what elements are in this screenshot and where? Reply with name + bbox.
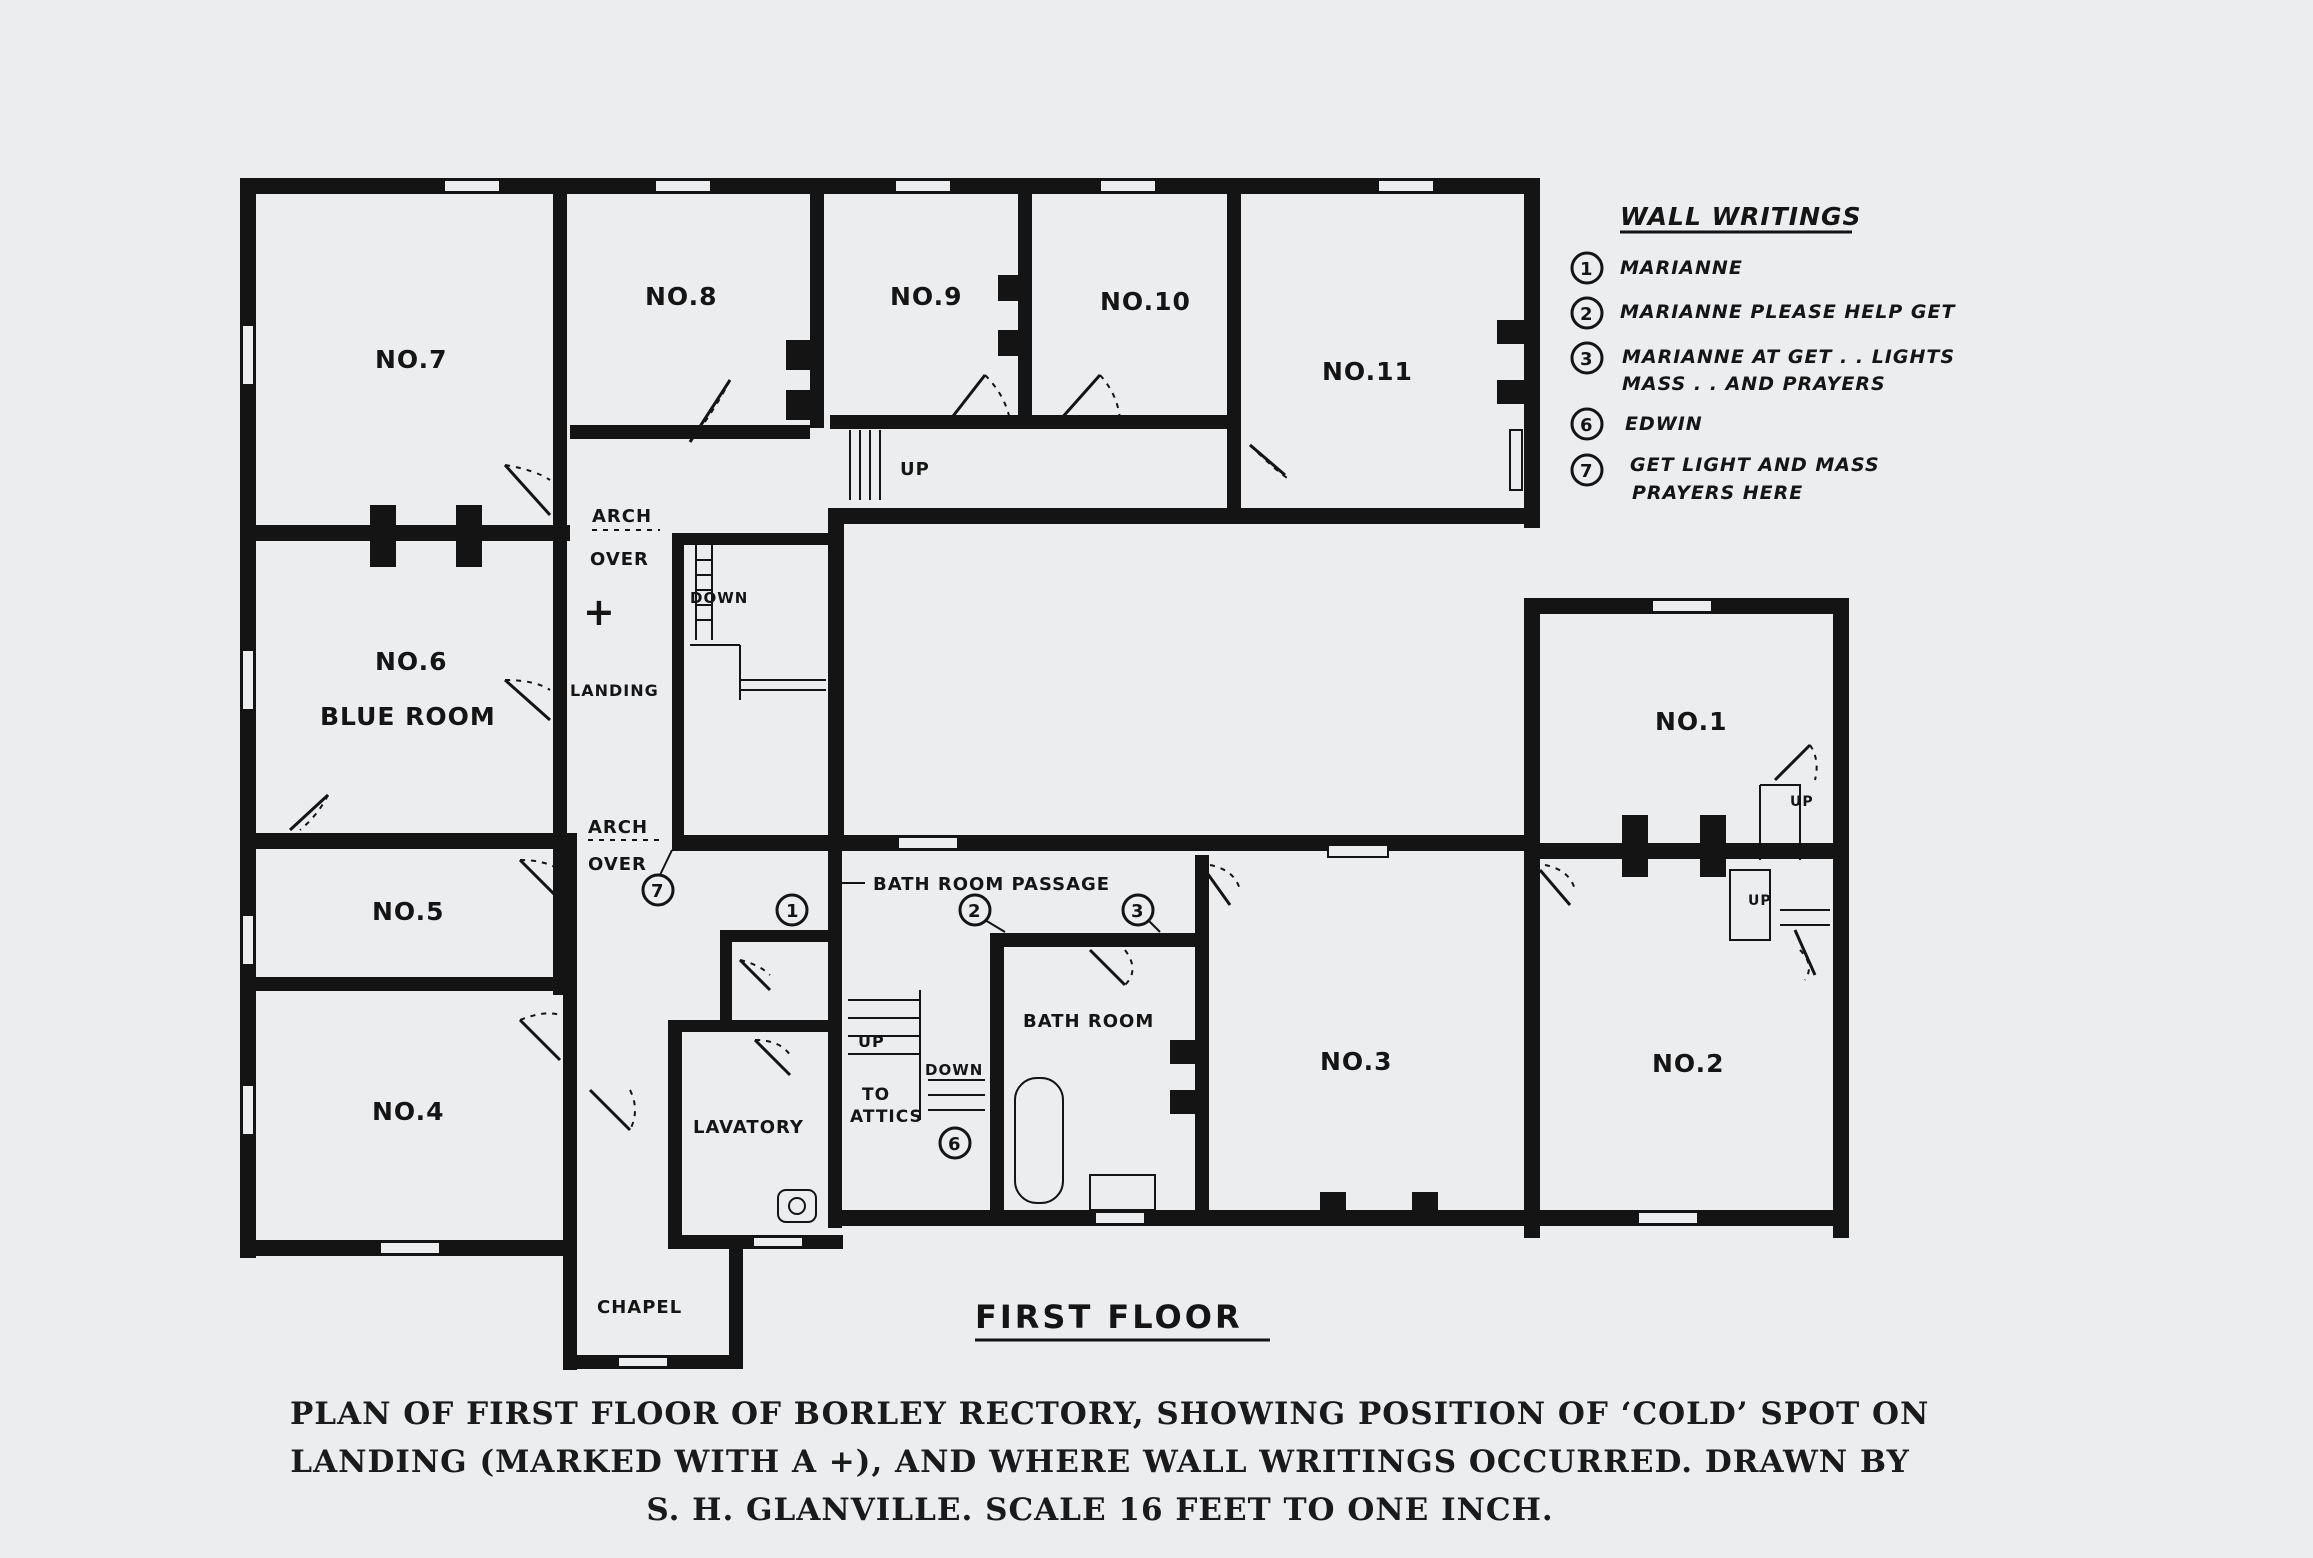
room-no10-label: NO.10 (1100, 287, 1191, 316)
stairs (690, 430, 1830, 1120)
floor-title: FIRST FLOOR (975, 1298, 1243, 1336)
legend-title: WALL WRITINGS (1620, 202, 1862, 231)
arch-label-bottom: ARCH (588, 817, 648, 838)
room-no4-label: NO.4 (372, 1097, 445, 1126)
svg-text:6: 6 (1580, 415, 1594, 436)
svg-text:3: 3 (1131, 901, 1145, 922)
room-blue-room-label: BLUE ROOM (320, 702, 496, 731)
legend-item-1: 1 MARIANNE (1570, 251, 1743, 285)
caption-line-3: S. H. GLANVILLE. SCALE 16 FEET TO ONE IN… (646, 1492, 1554, 1528)
svg-text:1: 1 (1580, 259, 1594, 280)
svg-text:GET LIGHT AND MASS: GET LIGHT AND MASS (1630, 454, 1880, 476)
bathtub (1014, 1077, 1064, 1204)
doors (288, 374, 1818, 1132)
room-no8-label: NO.8 (645, 282, 718, 311)
svg-text:2: 2 (968, 901, 982, 922)
svg-text:2: 2 (1580, 304, 1594, 325)
marker-6: 6 (938, 1126, 972, 1160)
svg-text:7: 7 (1580, 461, 1594, 482)
to-label: TO (862, 1085, 890, 1105)
marker-3: 3 (1121, 893, 1161, 933)
svg-text:6: 6 (948, 1134, 962, 1155)
room-no1-label: NO.1 (1655, 707, 1728, 736)
windows (241, 179, 1713, 1368)
up-label-attic: UP (858, 1032, 885, 1051)
room-lavatory-label: LAVATORY (693, 1117, 804, 1138)
room-no7-label: NO.7 (375, 345, 448, 374)
svg-text:PRAYERS HERE: PRAYERS HERE (1632, 482, 1803, 504)
attics-label: ATTICS (850, 1107, 923, 1127)
marker-7: 7 (641, 849, 675, 907)
room-bath-room-label: BATH ROOM (1023, 1011, 1154, 1032)
svg-text:7: 7 (651, 881, 665, 902)
room-no5-label: NO.5 (372, 897, 445, 926)
marker-1: 1 (775, 893, 809, 927)
up-label-right-2: UP (1748, 893, 1772, 909)
landing-label: LANDING (570, 681, 659, 700)
room-no6-label: NO.6 (375, 647, 448, 676)
over-label-bottom: OVER (588, 854, 647, 875)
room-no9-label: NO.9 (890, 282, 963, 311)
svg-text:MARIANNE: MARIANNE (1620, 257, 1743, 279)
legend-item-7: 7 GET LIGHT AND MASS PRAYERS HERE (1570, 453, 1880, 504)
legend: WALL WRITINGS 1 MARIANNE 2 MARIANNE PLEA… (1570, 202, 1957, 504)
caption-line-1: PLAN OF FIRST FLOOR OF BORLEY RECTORY, S… (290, 1396, 1930, 1432)
legend-item-6: 6 EDWIN (1570, 407, 1703, 441)
down-label-stair: DOWN (690, 589, 748, 607)
svg-text:MASS . . AND PRAYERS: MASS . . AND PRAYERS (1622, 373, 1886, 395)
up-label-top: UP (900, 459, 930, 480)
down-label-attic: DOWN (925, 1061, 983, 1079)
room-no3-label: NO.3 (1320, 1047, 1393, 1076)
svg-text:EDWIN: EDWIN (1625, 413, 1703, 435)
up-label-right-1: UP (1790, 794, 1814, 810)
basin (1089, 1174, 1156, 1211)
legend-item-2: 2 MARIANNE PLEASE HELP GET (1570, 296, 1957, 330)
writing-markers: 1 2 3 6 7 (641, 849, 1161, 1160)
bath-room-passage-label: BATH ROOM PASSAGE (873, 874, 1110, 895)
arch-label-top: ARCH (592, 506, 652, 527)
legend-item-3: 3 MARIANNE AT GET . . LIGHTS MASS . . AN… (1570, 341, 1955, 395)
room-chapel-label: CHAPEL (597, 1297, 682, 1318)
toilet (777, 1189, 817, 1223)
svg-text:1: 1 (786, 901, 800, 922)
room-no11-label: NO.11 (1322, 357, 1413, 386)
annotations: ARCH OVER + LANDING ARCH OVER BATH ROOM … (570, 459, 1814, 1127)
svg-text:3: 3 (1580, 349, 1594, 370)
svg-text:MARIANNE PLEASE HELP GET: MARIANNE PLEASE HELP GET (1620, 301, 1957, 323)
over-label-top: OVER (590, 549, 649, 570)
fixtures (777, 1077, 1156, 1223)
room-no2-label: NO.2 (1652, 1049, 1725, 1078)
caption-line-2: LANDING (MARKED WITH A +), AND WHERE WAL… (290, 1444, 1910, 1480)
plan-caption: PLAN OF FIRST FLOOR OF BORLEY RECTORY, S… (290, 1390, 1930, 1534)
marker-2: 2 (958, 893, 1006, 933)
room-labels: NO.7 NO.8 NO.9 NO.10 NO.11 NO.6 BLUE ROO… (320, 282, 1728, 1318)
svg-text:MARIANNE AT GET . . LIGHTS: MARIANNE AT GET . . LIGHTS (1622, 346, 1955, 368)
cold-spot-cross: + (583, 590, 616, 634)
walls (240, 178, 1849, 1370)
